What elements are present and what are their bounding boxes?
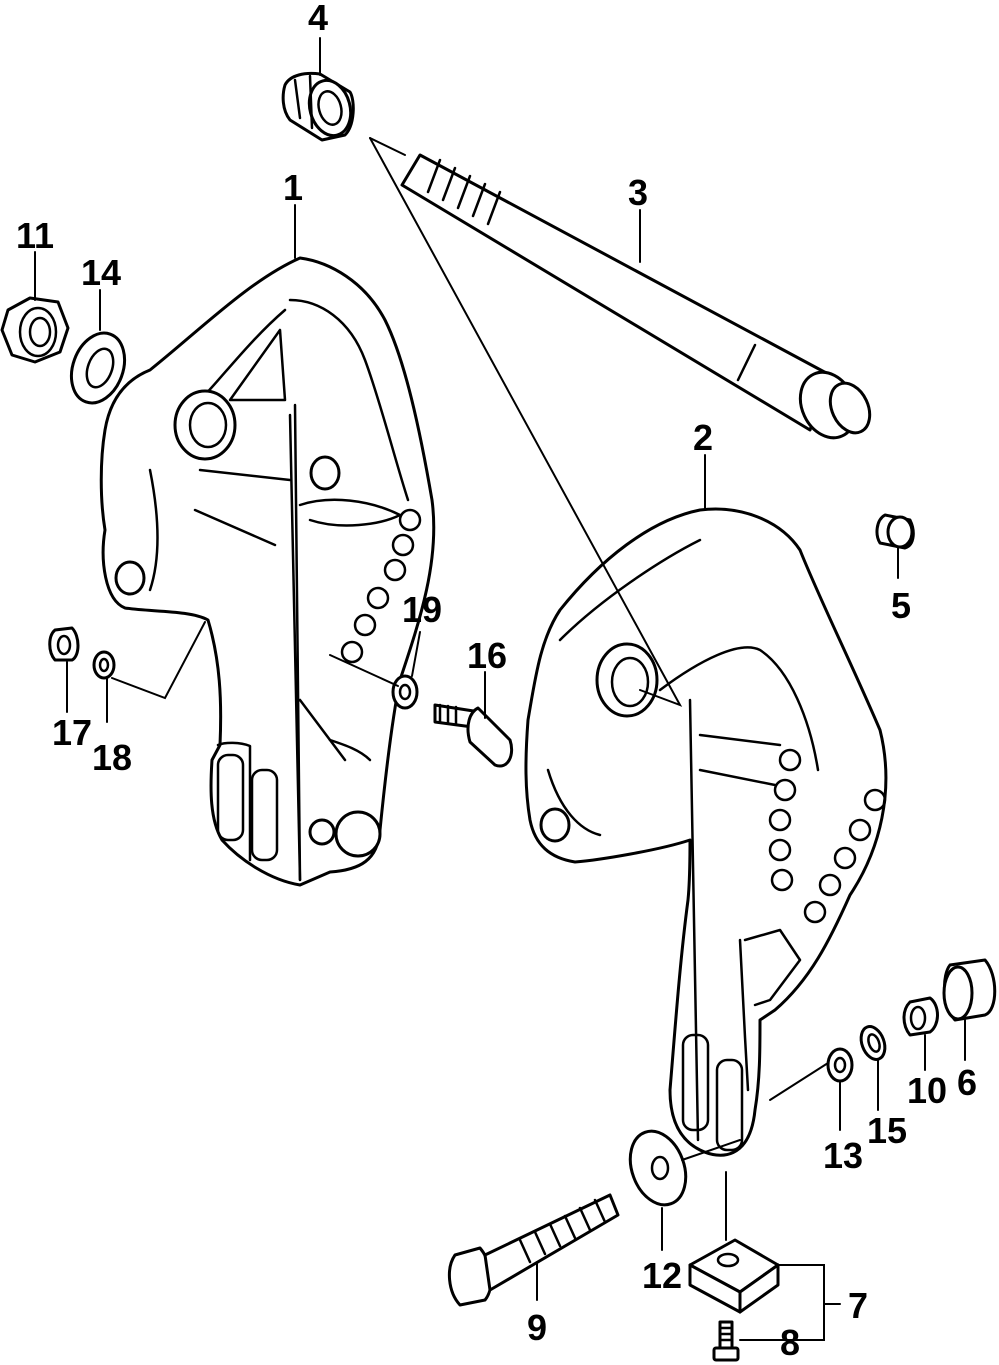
washer-13 [826,1047,854,1083]
callout-11: 11 [16,215,54,256]
assembly-guideline [369,137,683,707]
callout-9: 9 [527,1307,547,1348]
washer-15 [859,1025,887,1061]
washer-18 [92,650,116,680]
callout-14: 14 [81,252,121,293]
callout-17: 17 [52,712,92,753]
bushing-small [875,513,915,550]
callout-labels: 4 1 3 11 14 2 5 19 16 17 18 6 10 15 13 1… [16,0,977,1363]
callout-13: 13 [823,1135,863,1176]
clamp-bracket-right [524,507,888,1157]
callout-19: 19 [402,589,442,630]
callout-15: 15 [867,1110,907,1151]
long-bolt [400,153,872,440]
pad-screw [712,1320,740,1362]
callout-4: 4 [308,0,328,38]
castle-nut [281,71,355,142]
clamp-screw [447,1193,620,1307]
nut-17 [48,626,80,662]
clamp-pad [688,1238,780,1314]
callout-12: 12 [642,1255,682,1296]
washer-19 [391,674,419,710]
washer-14 [69,331,127,405]
callout-2: 2 [693,417,713,458]
lock-nut-small [902,996,939,1037]
thrust-washer [628,1129,688,1207]
callout-8: 8 [780,1322,800,1363]
stepped-pin [433,703,514,768]
clamp-bracket-left [99,256,436,887]
assembly-guideline-2 [369,137,406,156]
callout-1: 1 [283,167,303,208]
hex-nut-large [0,296,70,364]
sleeve [942,958,997,1022]
callout-5: 5 [891,585,911,626]
leader-lines [34,37,966,1341]
callout-18: 18 [92,737,132,778]
callout-6: 6 [957,1062,977,1103]
callout-16: 16 [467,635,507,676]
callout-7: 7 [848,1285,868,1326]
callout-3: 3 [628,172,648,213]
callout-10: 10 [907,1070,947,1111]
